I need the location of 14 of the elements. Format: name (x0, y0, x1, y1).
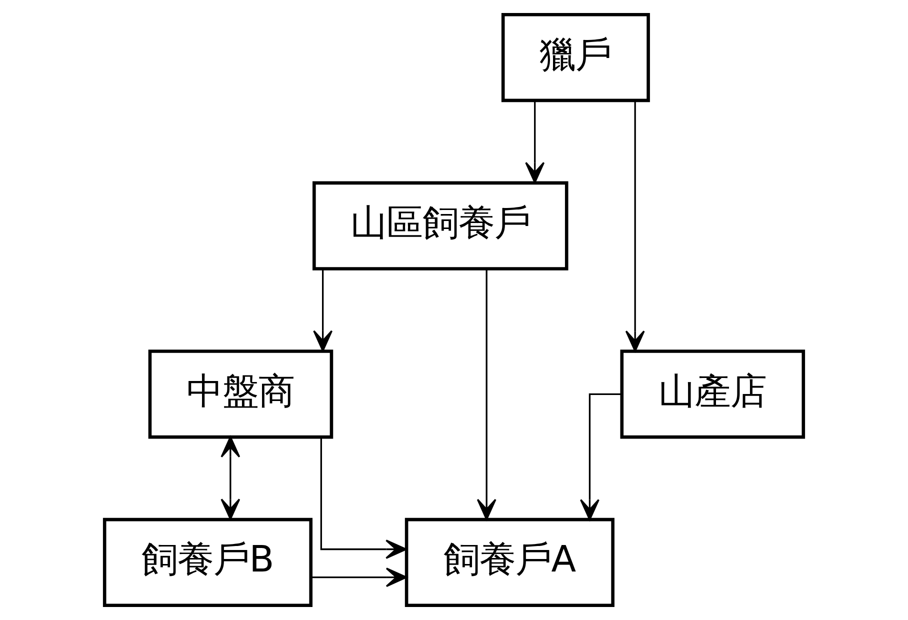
arrow (625, 100, 645, 352)
node-box: 獵戶 (501, 13, 650, 102)
node-box: 中盤商 (148, 350, 334, 439)
arrow (220, 436, 240, 520)
node-box: 山區飼養戶 (312, 181, 568, 270)
node-box: 飼養戶A (404, 518, 614, 607)
arrow (476, 269, 496, 520)
arrow (525, 100, 545, 184)
node-box: 飼養戶B (102, 518, 312, 607)
node-box: 山產店 (620, 350, 806, 439)
arrow (311, 568, 408, 588)
arrow (580, 393, 622, 520)
arrow (313, 268, 333, 352)
arrow (320, 437, 407, 559)
